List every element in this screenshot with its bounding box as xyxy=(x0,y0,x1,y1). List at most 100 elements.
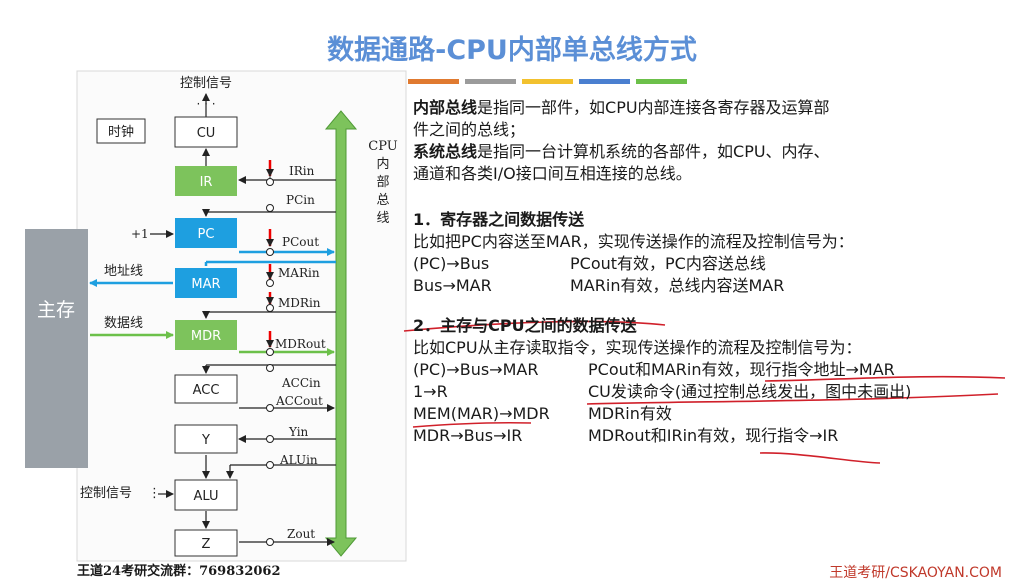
data-line-label: 数据线 xyxy=(104,316,143,331)
yin-label: Yin xyxy=(288,425,309,439)
slide-title: 数据通路-CPU内部单总线方式 xyxy=(327,35,697,66)
system-bus-desc-1: 是指同一台计算机系统的各部件，如CPU、内存、 xyxy=(477,142,830,161)
alu-box xyxy=(174,479,238,511)
section1-step-1-note: PCout有效，PC内容送总线 xyxy=(570,254,766,273)
address-line-label: 地址线 xyxy=(104,264,143,279)
section1-desc: 比如把PC内容送至MAR，实现传送操作的流程及控制信号为： xyxy=(413,232,854,251)
section2-step-4-note: MDRout和IRin有效，现行指令→IR xyxy=(588,426,839,445)
section2-heading: 2．主存与CPU之间的数据传送 xyxy=(413,316,637,335)
section1-block: 1．寄存器之间数据传送 比如把PC内容送至MAR，实现传送操作的流程及控制信号为… xyxy=(413,209,854,297)
section2-step-4: MDR→Bus→IR MDRout和IRin有效，现行指令→IR xyxy=(413,425,862,447)
bus-label-line-2: 内 xyxy=(376,156,389,172)
footer-brand: 王道考研/CSKAOYAN.COM xyxy=(829,565,1002,581)
aluin-label: ALUin xyxy=(279,453,318,467)
diagram-frame xyxy=(76,70,407,562)
plus-one-label: +1 xyxy=(131,227,149,241)
intro-block: 内部总线是指同一部件，如CPU内部连接各寄存器及运算部 件之间的总线； 系统总线… xyxy=(413,97,830,185)
zout-gate-dot xyxy=(266,538,274,546)
marin-gate-dot xyxy=(266,279,274,287)
section2-step-2-note: CU发读命令(通过控制总线发出，图中未画出) xyxy=(588,382,912,401)
irin-label: IRin xyxy=(289,164,315,178)
bus-label-line-1: CPU xyxy=(368,139,397,154)
section2-desc: 比如CPU从主存读取指令，实现传送操作的流程及控制信号为： xyxy=(413,338,862,357)
mdrout-gate-dot xyxy=(266,348,274,356)
cu-box xyxy=(174,116,238,148)
clock-box xyxy=(96,118,146,144)
footer-group-info: 王道24考研交流群：769832062 xyxy=(77,564,281,579)
mdr-label: MDR xyxy=(191,329,221,344)
irin-gate-dot xyxy=(266,178,274,186)
bus-label-line-4: 总 xyxy=(376,193,389,208)
section1-step-1: (PC)→Bus PCout有效，PC内容送总线 xyxy=(413,253,854,275)
red-underline-3 xyxy=(412,421,532,428)
red-underline-section2 xyxy=(403,320,666,332)
alu-label: ALU xyxy=(193,489,218,504)
accout-label: ACCout xyxy=(275,394,323,408)
control-signal-top-label: 控制信号 xyxy=(180,76,232,91)
internal-bus-desc-1: 是指同一部件，如CPU内部连接各寄存器及运算部 xyxy=(477,98,830,117)
acc-label: ACC xyxy=(193,383,220,398)
red-underline-4 xyxy=(759,452,881,464)
internal-bus-desc-2: 件之间的总线； xyxy=(413,120,526,139)
section2-step-1-note: PCout和MARin有效，现行指令地址→MAR xyxy=(588,360,895,379)
pcout-label: PCout xyxy=(282,235,319,249)
aluin-gate-dot xyxy=(266,461,274,469)
section2-step-3-note: MDRin有效 xyxy=(588,404,672,423)
z-label: Z xyxy=(202,537,211,552)
system-bus-term: 系统总线 xyxy=(413,142,478,161)
mdr-box xyxy=(175,320,237,350)
control-signal-alu-label: 控制信号 xyxy=(80,486,132,501)
mar-box xyxy=(175,268,237,298)
mdrout-label: MDRout xyxy=(275,337,326,351)
system-bus-desc-2: 通道和各类I/O接口间互相连接的总线。 xyxy=(413,164,692,183)
section1-step-2: Bus→MAR MARin有效，总线内容送MAR xyxy=(413,275,854,297)
ir-label: IR xyxy=(200,175,213,190)
control-signal-alu-ellipsis: ⋮ xyxy=(148,486,161,501)
pc-label: PC xyxy=(198,227,215,242)
section2-step-2: 1→R CU发读命令(通过控制总线发出，图中未画出) xyxy=(413,381,911,403)
accout-gate-dot xyxy=(266,404,274,412)
accent-bar-orange xyxy=(408,79,459,84)
ir-box xyxy=(175,166,237,196)
section1-step-2-op: Bus→MAR xyxy=(413,276,492,295)
section2-step-4-op: MDR→Bus→IR xyxy=(413,426,523,445)
red-underline-2 xyxy=(586,393,999,405)
section1-step-2-note: MARin有效，总线内容送MAR xyxy=(570,276,785,295)
section2-step-3-op: MEM(MAR)→MDR xyxy=(413,404,550,423)
section2-step-3: MEM(MAR)→MDR MDRin有效 xyxy=(413,403,862,425)
accent-bar-gray xyxy=(465,79,516,84)
section2-step-1-op: (PC)→Bus→MAR xyxy=(413,360,539,379)
cu-label: CU xyxy=(197,126,216,141)
section1-step-1-op: (PC)→Bus xyxy=(413,254,490,273)
bus-label-line-3: 部 xyxy=(376,175,389,190)
pc-box xyxy=(175,218,237,248)
pcout-gate-dot xyxy=(266,248,274,256)
z-box xyxy=(174,529,238,557)
marin-label: MARin xyxy=(278,266,320,280)
accent-bar-yellow xyxy=(522,79,573,84)
mdrin-gate-dot xyxy=(266,304,274,312)
section1-heading: 1．寄存器之间数据传送 xyxy=(413,210,585,229)
section2-step-2-op: 1→R xyxy=(413,382,448,401)
pcin-label: PCin xyxy=(286,193,315,207)
accent-bar-green xyxy=(636,79,687,84)
accent-bar-blue xyxy=(579,79,630,84)
y-label: Y xyxy=(201,433,210,448)
zout-label: Zout xyxy=(287,527,315,541)
pcin-gate-dot xyxy=(266,204,274,212)
red-underline-1 xyxy=(764,375,1006,382)
section2-step-1: (PC)→Bus→MAR PCout和MARin有效，现行指令地址→MAR xyxy=(413,359,895,381)
section2-block: 2．主存与CPU之间的数据传送 比如CPU从主存读取指令，实现传送操作的流程及控… xyxy=(413,315,911,447)
main-memory-label: 主存 xyxy=(37,299,75,321)
internal-bus-term: 内部总线 xyxy=(413,98,478,117)
cpu-internal-bus xyxy=(324,110,358,557)
yin-gate-dot xyxy=(266,435,274,443)
clock-label: 时钟 xyxy=(108,124,134,140)
accin-gate-dot xyxy=(266,364,274,372)
acc-box xyxy=(174,374,238,404)
y-box xyxy=(174,424,238,454)
mdrin-label: MDRin xyxy=(278,296,321,310)
mar-label: MAR xyxy=(191,277,220,292)
accin-label: ACCin xyxy=(281,376,321,390)
